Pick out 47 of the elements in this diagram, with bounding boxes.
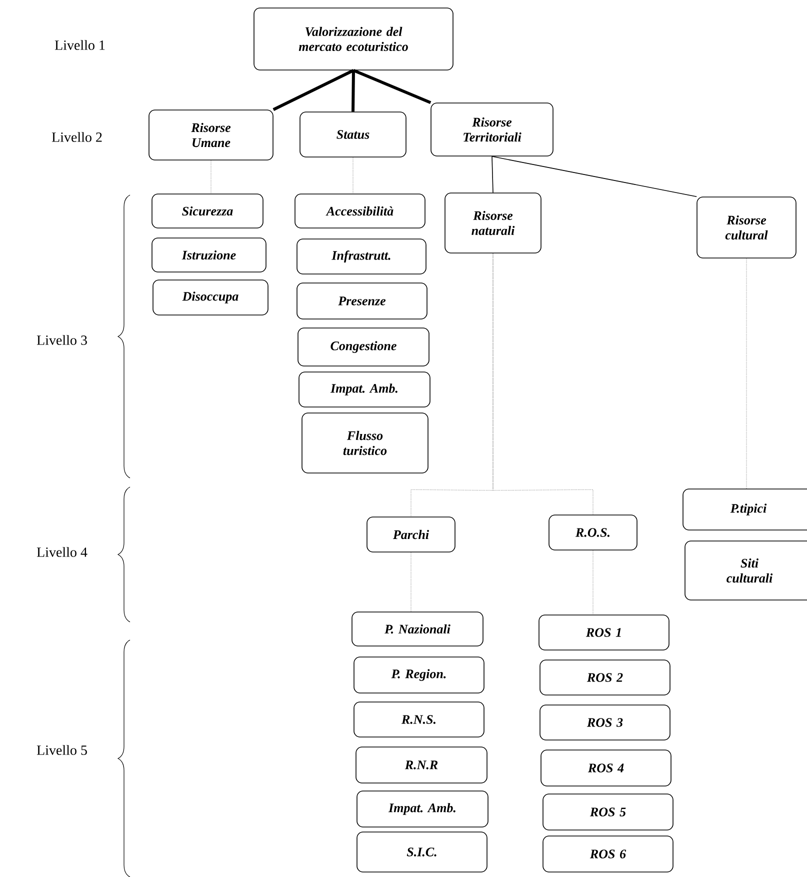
text-box: Risorse naturali bbox=[444, 192, 542, 254]
text-box: Istruzione bbox=[152, 238, 266, 272]
text-box: ROS 3 bbox=[540, 704, 670, 740]
connector bbox=[492, 156, 494, 193]
connector bbox=[352, 69, 432, 104]
text-box: Status bbox=[300, 112, 406, 158]
text-box: R.N.R bbox=[356, 746, 488, 784]
text-box: S.I.C. bbox=[356, 832, 488, 872]
text-box: ROS 4 bbox=[540, 750, 672, 786]
level-label: Livello 2 bbox=[52, 132, 102, 142]
text-box: Impat. Amb. bbox=[298, 372, 430, 408]
level-label: Livello 1 bbox=[54, 40, 105, 50]
text-box: Sicurezza bbox=[152, 194, 264, 228]
text-box: P. Region. bbox=[354, 656, 484, 694]
text-box: ROS 5 bbox=[542, 794, 674, 830]
text-box: Risorse cultural bbox=[696, 196, 796, 258]
connector bbox=[492, 156, 697, 197]
text-box: Siti culturali bbox=[684, 540, 807, 600]
connector bbox=[492, 253, 594, 515]
text-box: R.N.S. bbox=[354, 702, 484, 738]
text-box: Presenze bbox=[296, 282, 428, 320]
level-label: Livello 4 bbox=[36, 547, 88, 557]
text-box: ROS 2 bbox=[540, 660, 670, 696]
text-box: ROS 1 bbox=[538, 614, 670, 650]
text-box: Valorizzazione del mercato ecoturistico bbox=[254, 8, 454, 70]
text-box: Disoccupa bbox=[152, 280, 268, 316]
text-box: Flusso turistico bbox=[302, 412, 428, 474]
level-label: Livello 5 bbox=[36, 745, 87, 755]
text-box: Congestione bbox=[298, 328, 430, 366]
text-box: Risorse Umane bbox=[148, 110, 274, 160]
text-box: R.O.S. bbox=[548, 514, 638, 550]
connector bbox=[352, 157, 354, 194]
text-box: Risorse Territoriali bbox=[430, 102, 554, 156]
text-box: Parchi bbox=[366, 516, 456, 552]
connector bbox=[352, 70, 355, 112]
text-box: ROS 6 bbox=[542, 836, 674, 872]
text-box: Infrastrutt. bbox=[296, 238, 426, 274]
level-label: Livello 3 bbox=[36, 335, 87, 345]
connector bbox=[746, 258, 747, 489]
text-box: P.tipici bbox=[682, 488, 807, 530]
text-box: P. Nazionali bbox=[352, 612, 484, 646]
connector bbox=[410, 552, 412, 612]
connector bbox=[272, 69, 354, 111]
text-box: Impat. Amb. bbox=[356, 790, 488, 828]
connector bbox=[210, 160, 212, 194]
connector bbox=[592, 550, 594, 615]
text-box: Accessibilità bbox=[294, 194, 426, 228]
